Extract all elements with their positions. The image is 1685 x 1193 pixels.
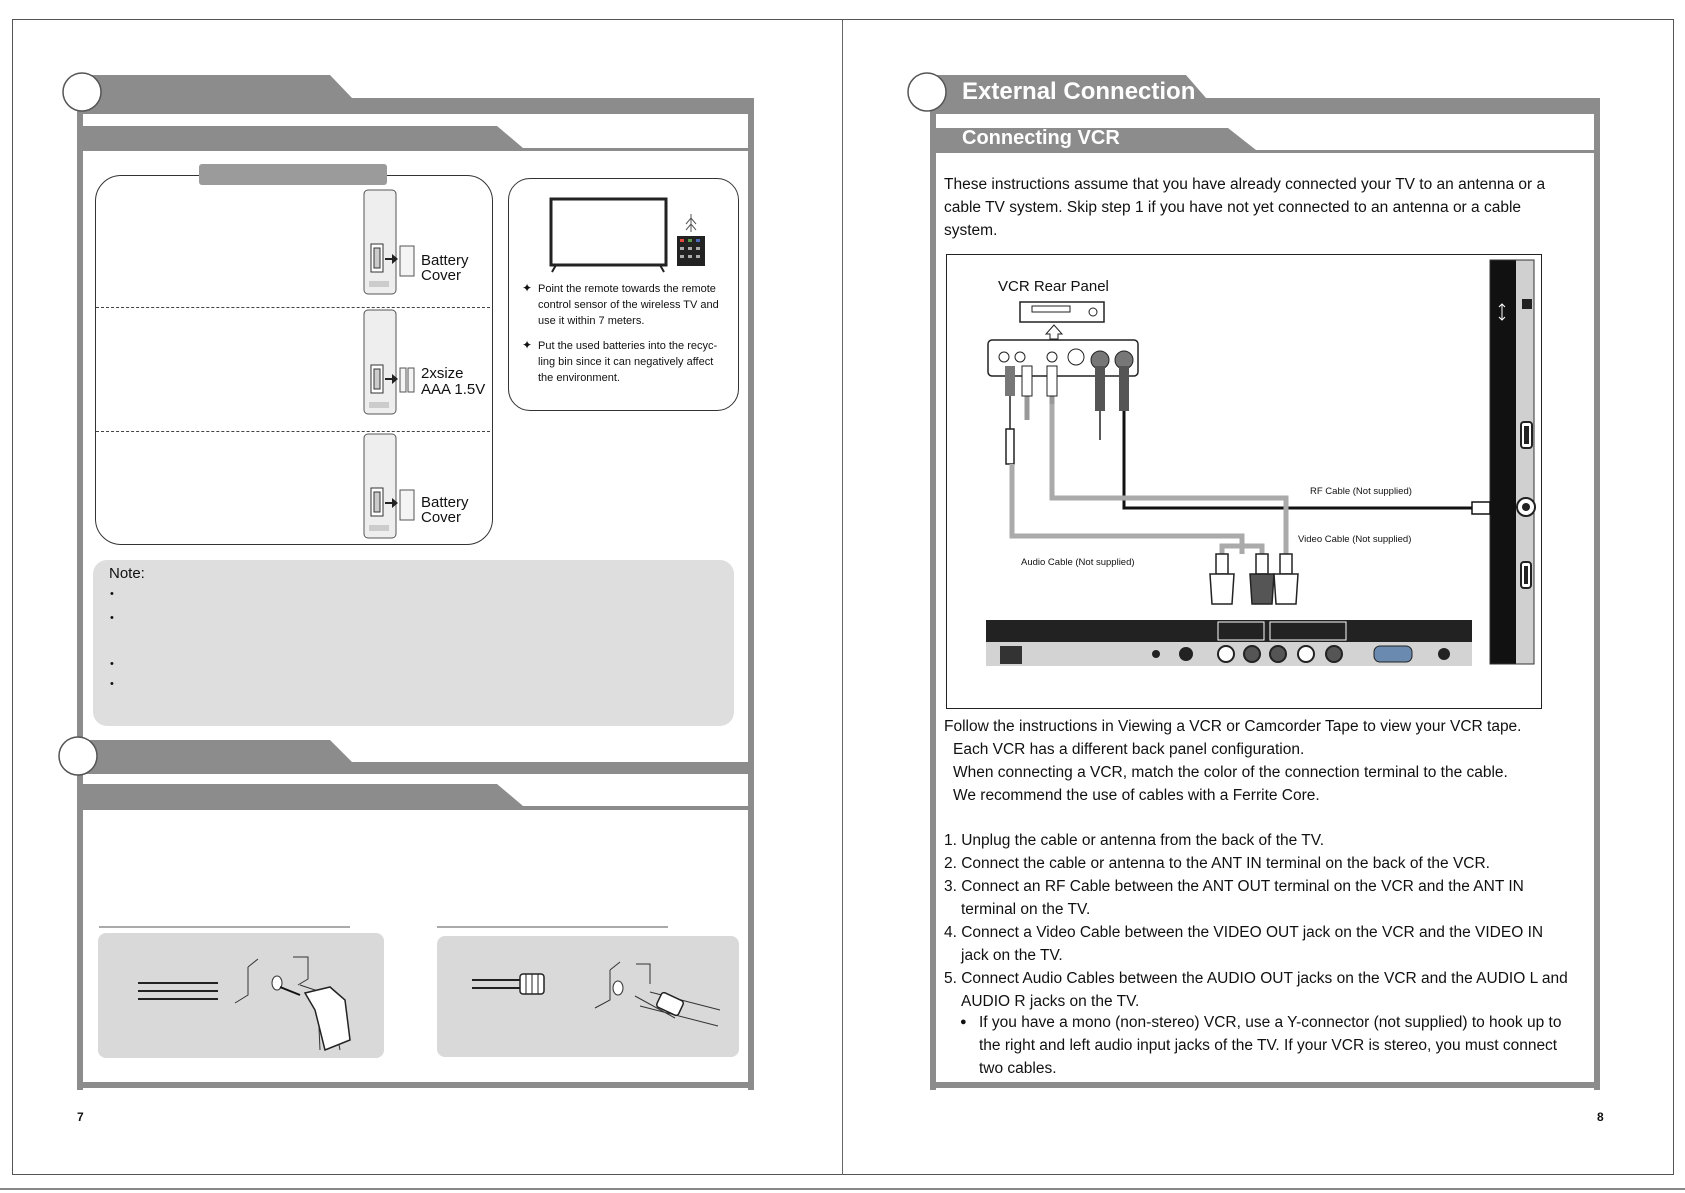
page-border-right	[1673, 19, 1674, 1175]
note-label: Note:	[109, 565, 145, 582]
battery-divider-1	[96, 307, 490, 308]
section-title: External Connection	[962, 78, 1196, 105]
battery-install-panel	[95, 175, 493, 545]
note-bullet-2: •	[110, 612, 114, 624]
battery-cover-label-bottom-2: Cover	[421, 509, 462, 526]
page-border-foot	[0, 1188, 1685, 1190]
battery-cover-label-top-2: Cover	[421, 267, 462, 284]
coax-plug-icon	[472, 961, 721, 1027]
vcr-rear-panel-label: VCR Rear Panel	[998, 278, 1109, 295]
remote-tip-1-symbol: ✦	[522, 281, 533, 295]
remote-tip-1-line-3: use it within 7 meters.	[538, 315, 645, 327]
remote-tip-2-line-1: Put the used batteries into the recyc-	[538, 340, 718, 352]
step-5-line-2: AUDIO R jacks on the TV.	[961, 993, 1140, 1010]
battery-cover-label-bottom-1: Battery	[421, 494, 469, 511]
sub-bullet-line-1: If you have a mono (non-stereo) VCR, use…	[979, 1014, 1562, 1031]
power-plug-icon	[138, 956, 351, 1052]
step-5-line-1: 5. Connect Audio Cables between the AUDI…	[944, 970, 1568, 987]
intro-line-1: These instructions assume that you have …	[944, 176, 1546, 193]
step-3-line-2: terminal on the TV.	[961, 901, 1091, 918]
battery-divider-2	[96, 431, 490, 432]
page-border-left	[12, 19, 13, 1175]
remote-tip-2-symbol: ✦	[522, 338, 533, 352]
remote-tip-2-line-2: ling bin since it can negatively affect	[538, 356, 714, 368]
page-border-top	[12, 19, 1674, 20]
video-cable-label: Video Cable (Not supplied)	[1298, 534, 1412, 545]
step-3-line-1: 3. Connect an RF Cable between the ANT O…	[944, 878, 1524, 895]
follow-line-3: When connecting a VCR, match the color o…	[953, 764, 1508, 781]
sub-bullet-line-2: the right and left audio input jacks of …	[979, 1037, 1558, 1054]
tv-illustration-icon	[549, 197, 705, 273]
step-4-line-1: 4. Connect a Video Cable between the VID…	[944, 924, 1544, 941]
note-bullet-4: •	[110, 678, 114, 690]
intro-line-2: cable TV system. Skip step 1 if you have…	[944, 199, 1522, 216]
follow-line-4: We recommend the use of cables with a Fe…	[953, 787, 1320, 804]
page-number-right: 8	[1597, 1110, 1604, 1124]
note-bullet-3: •	[110, 658, 114, 670]
sub-bullet-symbol: ●	[960, 1016, 967, 1028]
note-bullet-1: •	[110, 588, 114, 600]
left-bottom-section-header	[58, 736, 754, 1088]
vcr-diagram-details	[986, 259, 1536, 666]
subsection-title: Connecting VCR	[962, 127, 1120, 149]
follow-line-1: Follow the instructions in Viewing a VCR…	[944, 718, 1522, 735]
page-number-left: 7	[77, 1110, 84, 1124]
page-spine	[842, 20, 843, 1175]
battery-size-label-2: AAA 1.5V	[421, 381, 486, 398]
rf-cable-label: RF Cable (Not supplied)	[1310, 486, 1412, 497]
battery-cover-label-top-1: Battery	[421, 252, 469, 269]
intro-line-3: system.	[944, 222, 998, 239]
step-2: 2. Connect the cable or antenna to the A…	[944, 855, 1490, 872]
remote-tip-1-line-2: control sensor of the wireless TV and	[538, 299, 719, 311]
audio-cable-label: Audio Cable (Not supplied)	[1021, 557, 1135, 568]
antenna-illustration-box	[437, 936, 739, 1057]
remote-back-icon-3	[363, 433, 415, 539]
battery-size-label-1: 2xsize	[421, 365, 464, 382]
right-section-header	[907, 72, 1600, 1090]
page-border-bottom	[12, 1174, 1674, 1175]
step-4-line-2: jack on the TV.	[961, 947, 1063, 964]
remote-back-icon-1	[363, 189, 415, 295]
remote-tip-2-line-3: the environment.	[538, 372, 620, 384]
battery-panel-tab	[199, 164, 387, 185]
step-1: 1. Unplug the cable or antenna from the …	[944, 832, 1324, 849]
sub-bullet-line-3: two cables.	[979, 1060, 1057, 1077]
remote-back-icon-2	[363, 309, 415, 415]
remote-tip-1-line-1: Point the remote towards the remote	[538, 283, 716, 295]
note-box	[93, 560, 734, 726]
follow-line-2: Each VCR has a different back panel conf…	[953, 741, 1305, 758]
left-top-section-header	[62, 72, 754, 1090]
